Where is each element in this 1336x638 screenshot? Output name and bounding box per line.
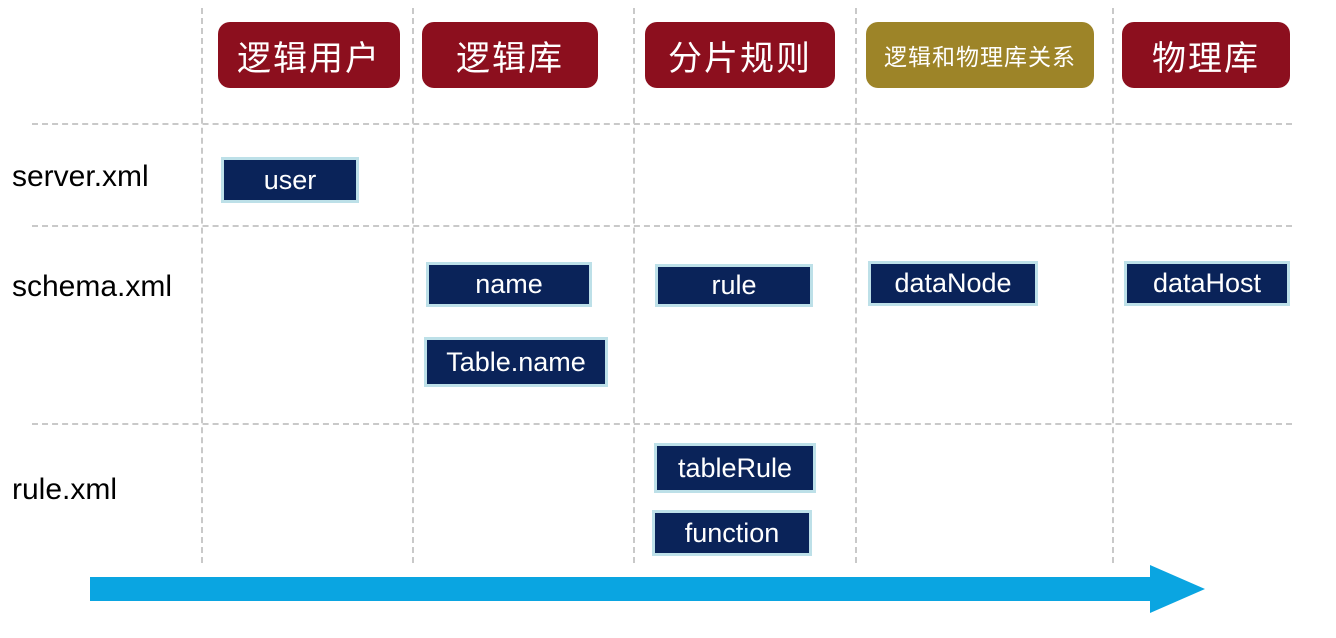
column-header-label: 逻辑用户 (237, 38, 381, 79)
column-header-logical-user: 逻辑用户 (218, 22, 400, 88)
column-header-logical-db: 逻辑库 (422, 22, 598, 88)
grid-hline (32, 123, 1292, 125)
grid-vline (855, 8, 857, 563)
concept-box-table-name: Table.name (424, 337, 608, 387)
column-header-physical-db: 物理库 (1122, 22, 1290, 88)
flow-arrow-shaft (90, 577, 1150, 601)
row-label-server-xml: server.xml (12, 160, 149, 193)
concept-box-label: rule (711, 270, 757, 300)
concept-box-label: Table.name (446, 346, 586, 377)
row-label-schema-xml: schema.xml (12, 270, 173, 303)
column-header-label: 分片规则 (668, 38, 812, 79)
grid-vline (201, 8, 203, 563)
concept-box-label: name (475, 269, 543, 299)
column-header-label: 物理库 (1152, 38, 1260, 79)
concept-box-datahost: dataHost (1124, 261, 1290, 306)
grid-vline (633, 8, 635, 563)
concept-box-datanode: dataNode (868, 261, 1038, 306)
concept-box-label: user (263, 164, 317, 195)
concept-box-label: function (684, 517, 780, 548)
column-header-label: 逻辑库 (456, 38, 564, 79)
grid-hline (32, 423, 1292, 425)
concept-box-label: dataNode (894, 268, 1012, 298)
concept-box-function: function (652, 510, 812, 556)
row-label-rule-xml: rule.xml (12, 473, 118, 506)
concept-box-label: dataHost (1152, 268, 1262, 298)
grid-vline (412, 8, 414, 563)
grid-vline (1112, 8, 1114, 563)
concept-box-rule: rule (655, 264, 813, 307)
grid-hline (32, 225, 1292, 227)
column-header-sharding-rule: 分片规则 (645, 22, 835, 88)
concept-box-label: tableRule (677, 452, 793, 483)
concept-box-user: user (221, 157, 359, 203)
flow-arrow-head-icon (1150, 565, 1205, 613)
concept-box-tablerule: tableRule (654, 443, 816, 493)
column-header-logical-physical-relation: 逻辑和物理库关系 (866, 22, 1094, 88)
concept-box-name: name (426, 262, 592, 307)
column-header-label: 逻辑和物理库关系 (884, 45, 1076, 71)
